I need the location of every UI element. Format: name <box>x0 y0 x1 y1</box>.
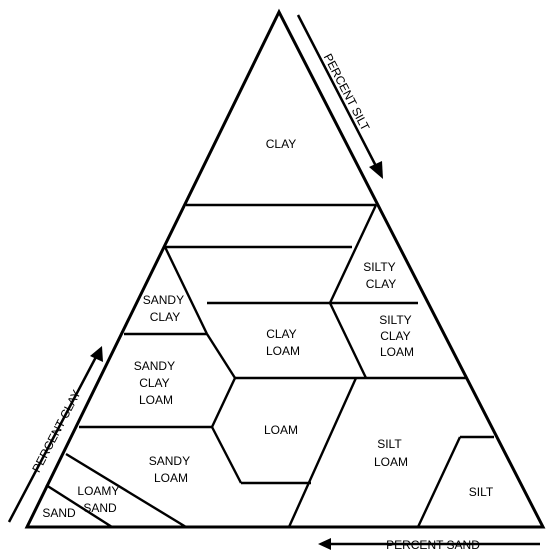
line-loamy-sand-top <box>65 452 187 529</box>
line-sandy-clay-loam-right <box>205 333 237 379</box>
label-clay-loam: CLAY LOAM <box>266 327 300 358</box>
line-sandy-clay-right <box>163 246 209 335</box>
line-loam-left-upper <box>210 377 237 428</box>
sand-arrow <box>318 538 540 550</box>
label-silt-loam: SILT LOAM <box>374 437 408 469</box>
axis-arrows <box>7 14 540 550</box>
silt-arrowhead-icon <box>369 161 383 179</box>
line-silty-clay-left <box>328 204 378 304</box>
line-sand-right <box>45 483 113 529</box>
axis-label-silt: PERCENT SILT <box>321 51 373 133</box>
label-sandy-loam: SANDY LOAM <box>149 454 193 485</box>
label-sandy-clay: SANDY CLAY <box>143 293 187 324</box>
silt-arrow <box>296 14 383 179</box>
line-loam-left-lower <box>210 426 243 484</box>
label-sand: SAND <box>42 506 76 520</box>
line-silt-loam-left <box>287 377 358 528</box>
clay-arrowhead-icon <box>90 346 103 362</box>
label-loam: LOAM <box>264 423 298 437</box>
label-silty-clay-loam: SILTY CLAY LOAM <box>379 313 415 359</box>
line-silt-left <box>416 436 462 528</box>
clay-arrow <box>7 346 103 523</box>
boundary-lines <box>24 8 546 529</box>
sand-arrowhead-icon <box>318 538 331 550</box>
axis-label-sand: PERCENT SAND <box>386 538 480 552</box>
line-clay-loam-divider <box>328 302 368 379</box>
label-sandy-clay-loam: SANDY CLAY LOAM <box>134 359 178 407</box>
label-loamy-sand: LOAMY SAND <box>77 484 122 515</box>
label-clay: CLAY <box>266 137 296 151</box>
region-labels: CLAY SILTY CLAY SANDY CLAY CLAY LOAM SIL… <box>42 137 494 520</box>
label-silt: SILT <box>469 485 494 499</box>
axis-labels: PERCENT SILT PERCENT CLAY PERCENT SAND <box>29 51 480 552</box>
label-silty-clay: SILTY CLAY <box>363 260 399 291</box>
triangle-outline <box>24 8 546 529</box>
